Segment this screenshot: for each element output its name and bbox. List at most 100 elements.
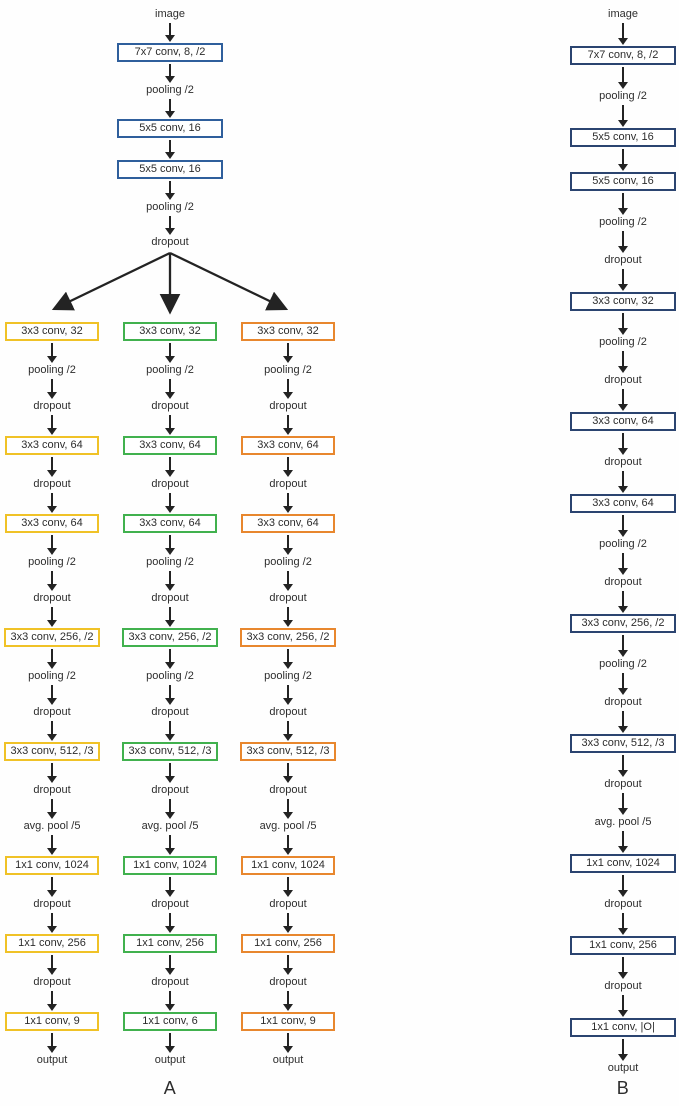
op-label: dropout xyxy=(269,478,307,490)
layer-box: 1x1 conv, 256 xyxy=(241,934,335,953)
flow-arrow xyxy=(0,989,104,1012)
layer-box: 7x7 conv, 8, /2 xyxy=(570,46,676,65)
op-label: pooling /2 xyxy=(146,364,194,376)
op-label: dropout xyxy=(604,696,642,708)
flow-arrow xyxy=(236,455,340,478)
op-label: dropout xyxy=(33,400,71,412)
flow-arrow xyxy=(118,647,222,670)
op-label: avg. pool /5 xyxy=(141,820,199,832)
layer-box: 3x3 conv, 64 xyxy=(241,436,335,455)
layer-box: 1x1 conv, 256 xyxy=(570,936,676,955)
layer-box: 3x3 conv, 512, /3 xyxy=(570,734,676,753)
flow-arrow xyxy=(236,491,340,514)
op-label: pooling /2 xyxy=(599,90,647,102)
flow-arrow xyxy=(236,1031,340,1054)
op-label: output xyxy=(36,1054,68,1066)
op-label: dropout xyxy=(151,236,189,248)
flow-arrow xyxy=(118,605,222,628)
flow-arrow xyxy=(571,65,675,90)
layer-box: 5x5 conv, 16 xyxy=(117,119,223,138)
op-label: image xyxy=(608,8,638,20)
layer-box: 3x3 conv, 256, /2 xyxy=(239,628,337,647)
flow-arrow xyxy=(571,911,675,936)
flow-arrow xyxy=(118,455,222,478)
op-label: dropout xyxy=(269,976,307,988)
op-label: dropout xyxy=(604,576,642,588)
op-label: dropout xyxy=(151,400,189,412)
flow-arrow xyxy=(0,761,104,784)
flow-arrow xyxy=(571,671,675,696)
flow-arrow xyxy=(571,469,675,494)
flow-arrow xyxy=(118,533,222,556)
flow-arrow xyxy=(118,341,222,364)
layer-box: 3x3 conv, 64 xyxy=(123,436,217,455)
flow-arrow xyxy=(118,833,222,856)
op-label: dropout xyxy=(269,706,307,718)
flow-arrow xyxy=(118,1031,222,1054)
op-label: pooling /2 xyxy=(264,670,312,682)
layer-box: 3x3 conv, 512, /3 xyxy=(239,742,337,761)
op-label: dropout xyxy=(604,898,642,910)
flow-arrow xyxy=(236,569,340,592)
flow-arrow xyxy=(571,267,675,292)
flow-arrow xyxy=(118,683,222,706)
layer-box: 3x3 conv, 64 xyxy=(123,514,217,533)
op-label: output xyxy=(272,1054,304,1066)
flow-arrow xyxy=(571,513,675,538)
flow-arrow xyxy=(118,62,222,84)
layer-box: 1x1 conv, 1024 xyxy=(123,856,217,875)
op-label: pooling /2 xyxy=(146,84,194,96)
op-label: dropout xyxy=(151,478,189,490)
flow-arrow xyxy=(0,647,104,670)
op-label: pooling /2 xyxy=(264,556,312,568)
flow-arrow xyxy=(118,413,222,436)
op-label: dropout xyxy=(604,980,642,992)
flow-arrow xyxy=(118,719,222,742)
flow-arrow xyxy=(571,191,675,216)
flow-arrow xyxy=(571,147,675,172)
flow-arrow xyxy=(571,955,675,980)
flow-arrow xyxy=(118,179,222,201)
op-label: avg. pool /5 xyxy=(259,820,317,832)
op-label: avg. pool /5 xyxy=(594,816,652,828)
op-label: dropout xyxy=(33,898,71,910)
diagram-a-label: A xyxy=(163,1078,177,1098)
flow-arrow xyxy=(118,911,222,934)
op-label: output xyxy=(607,1062,639,1074)
flow-arrow xyxy=(236,683,340,706)
op-label: dropout xyxy=(33,592,71,604)
layer-box: 3x3 conv, 512, /3 xyxy=(121,742,219,761)
layer-box: 7x7 conv, 8, /2 xyxy=(117,43,223,62)
flow-arrow xyxy=(118,989,222,1012)
flow-arrow xyxy=(571,791,675,816)
op-label: pooling /2 xyxy=(599,216,647,228)
layer-box: 1x1 conv, 6 xyxy=(123,1012,217,1031)
flow-arrow xyxy=(236,875,340,898)
op-label: pooling /2 xyxy=(599,336,647,348)
flow-arrow xyxy=(0,719,104,742)
flow-arrow xyxy=(571,349,675,374)
flow-arrow xyxy=(571,709,675,734)
flow-arrow xyxy=(236,833,340,856)
layer-box: 3x3 conv, 32 xyxy=(570,292,676,311)
op-label: dropout xyxy=(269,898,307,910)
layer-box: 5x5 conv, 16 xyxy=(117,160,223,179)
flow-arrow xyxy=(0,953,104,976)
op-label: dropout xyxy=(33,478,71,490)
layer-box: 1x1 conv, |O| xyxy=(570,1018,676,1037)
op-label: dropout xyxy=(269,592,307,604)
flow-arrow xyxy=(571,431,675,456)
flow-arrow xyxy=(236,989,340,1012)
flow-arrow xyxy=(236,605,340,628)
layer-box: 5x5 conv, 16 xyxy=(570,172,676,191)
layer-box: 5x5 conv, 16 xyxy=(570,128,676,147)
op-label: dropout xyxy=(269,784,307,796)
flow-arrow xyxy=(0,605,104,628)
flow-arrow xyxy=(0,797,104,820)
flow-arrow xyxy=(118,875,222,898)
op-label: dropout xyxy=(151,976,189,988)
flow-arrow xyxy=(118,761,222,784)
